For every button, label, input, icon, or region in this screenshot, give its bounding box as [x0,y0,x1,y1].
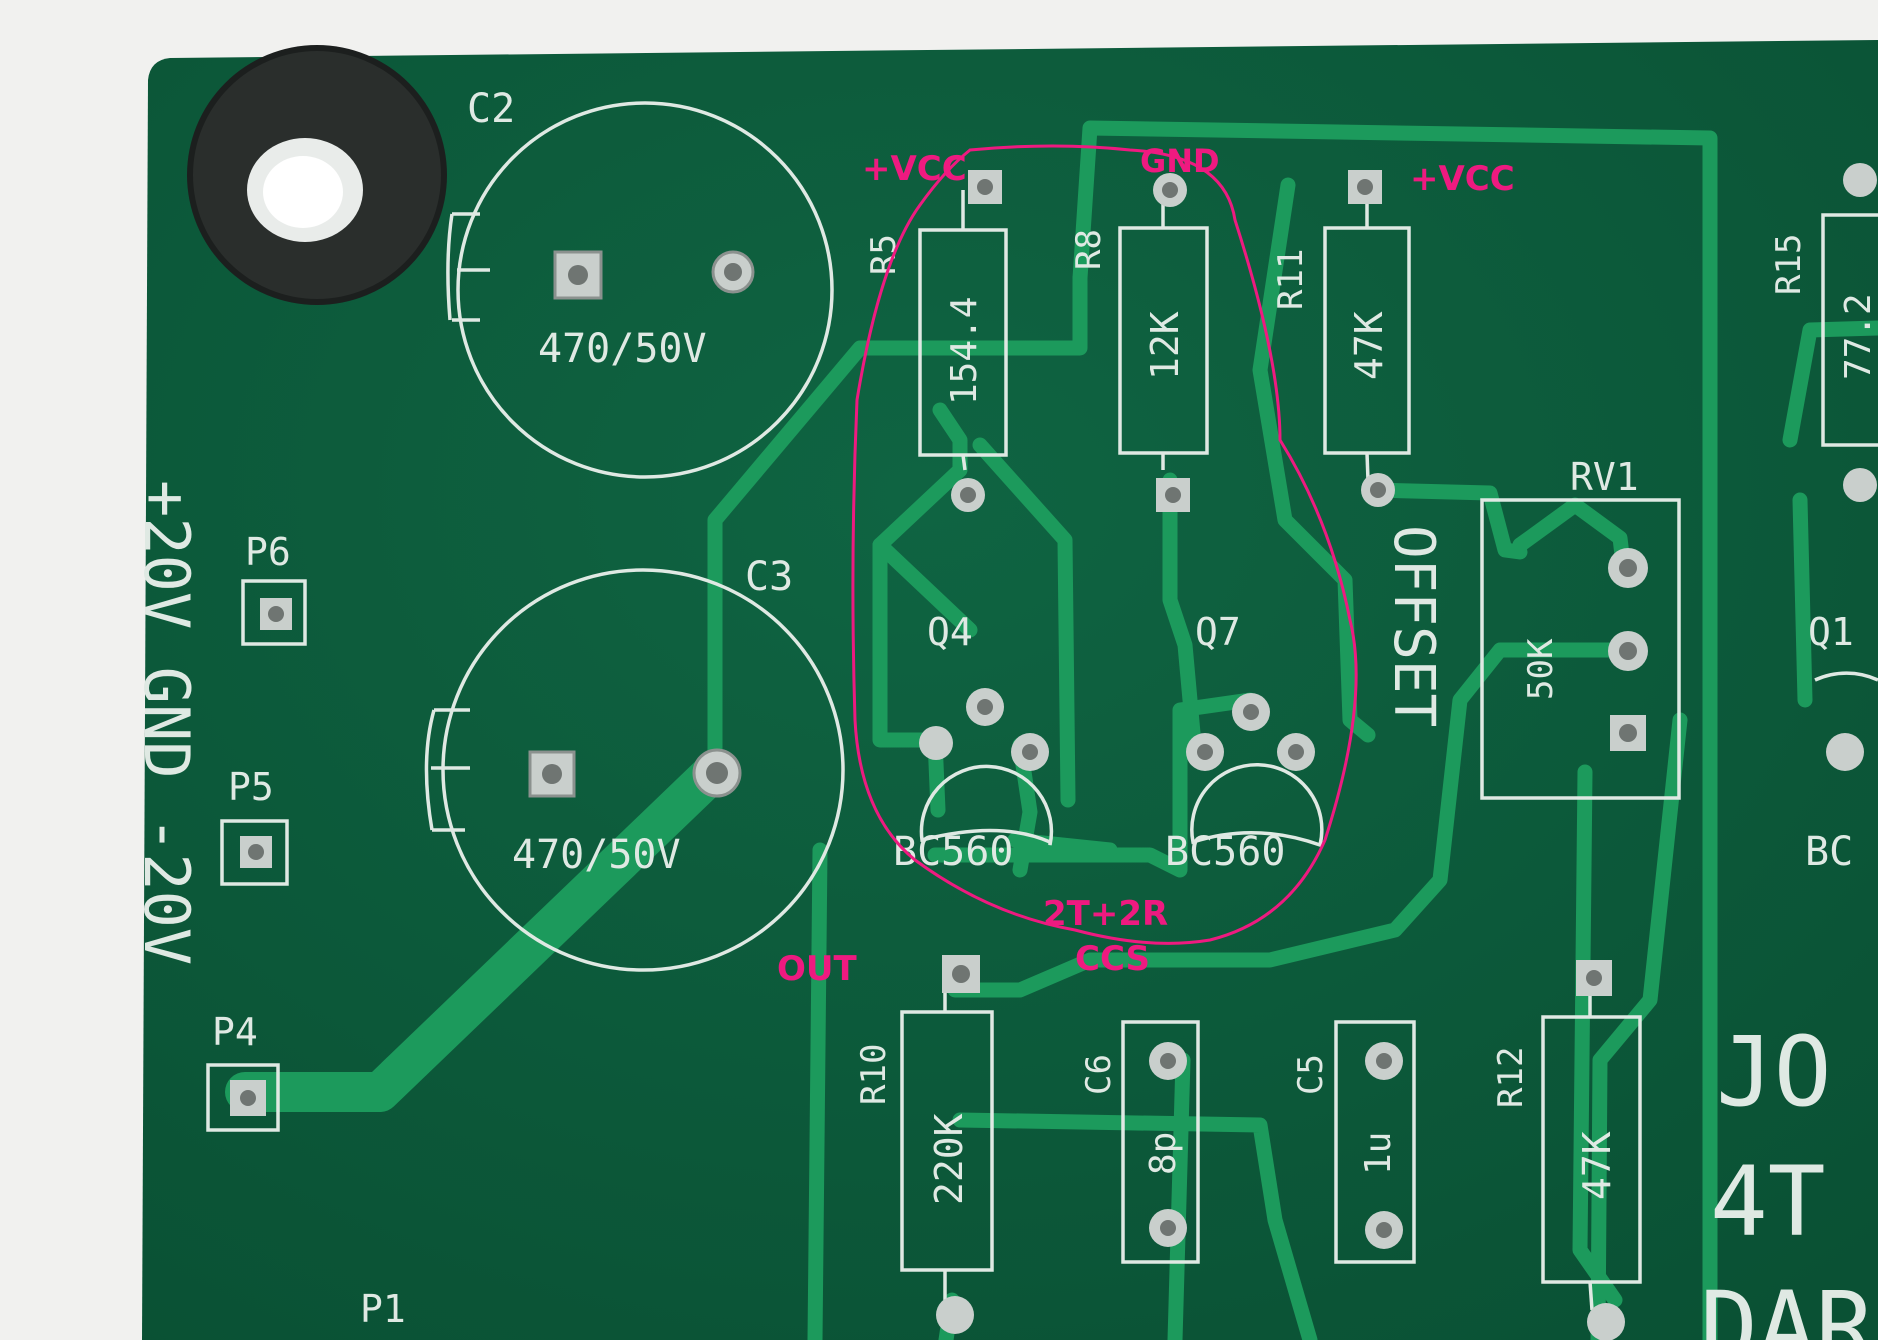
label-q1: Q1 [1808,610,1854,654]
value-r15: 77.2 [1838,293,1878,380]
pink-annotations: +VCC GND +VCC 2T+2R CCS OUT [777,142,1515,989]
q1-outline [1814,671,1878,682]
label-p1: P1 [360,1287,406,1331]
value-c2: 470/50V [538,326,707,372]
label-r5: R5 [864,234,904,275]
board-title-line-3: DAR [1700,1271,1874,1340]
annotation-vcc-left: +VCC [862,149,967,189]
value-c6: 8p [1143,1132,1184,1175]
annotation-out: OUT [777,949,858,989]
label-rv1: RV1 [1570,455,1639,499]
part-q4: BC560 [893,829,1013,875]
label-p4: P4 [212,1010,258,1054]
value-r5: 154.4 [944,297,985,405]
p5-outline [220,819,289,886]
value-c3: 470/50V [512,832,681,878]
c6-outline [1121,1020,1200,1264]
mounting-hole [187,45,447,305]
label-q4: Q4 [927,610,973,654]
board-title-line-1: JO [1716,1016,1832,1128]
value-r8: 12K [1143,311,1187,380]
r10-outline [900,1010,994,1272]
rv1-outline [1480,498,1681,800]
value-r10: 220K [927,1113,971,1205]
label-q7: Q7 [1195,610,1241,654]
label-r15: R15 [1769,234,1809,295]
part-q1: BC [1805,829,1853,875]
value-r12: 47K [1575,1131,1619,1200]
q7-outline [1190,762,1324,848]
silkscreen-outlines [206,101,1878,1311]
ccs-circle [851,144,1358,945]
c3-outline [441,568,845,972]
label-p5: P5 [228,765,274,809]
annotation-gnd: GND [1140,142,1220,180]
q4-outline [919,764,1054,846]
label-c6: C6 [1079,1054,1119,1095]
label-offset: OFFSET [1381,525,1446,727]
label-c2: C2 [467,86,515,132]
value-r11: 47K [1347,311,1391,380]
label-c5: C5 [1291,1054,1331,1095]
label-r11: R11 [1271,249,1311,310]
c5-outline [1334,1020,1416,1264]
label-r8: R8 [1069,229,1109,270]
label-p6: P6 [245,530,291,574]
copper-traces [225,120,1878,1340]
label-power-rails: +20V GND -20V [130,480,203,965]
value-rv1: 50K [1521,638,1561,700]
label-r12: R12 [1491,1047,1531,1108]
r15-outline [1821,213,1878,447]
c2-outline [456,101,834,479]
annotation-vcc-right: +VCC [1410,159,1515,199]
p4-outline [206,1063,280,1132]
annotation-ccs-line-2: CCS [1075,939,1150,979]
label-c3: C3 [745,554,793,600]
solder-pads [230,163,1877,1340]
pcb-board [142,40,1878,1340]
silkscreen-labels: C2 470/50V C3 470/50V R5 154.4 R8 12K R1… [130,86,1878,1340]
p6-outline [241,579,307,646]
value-c5: 1u [1358,1132,1399,1175]
board-title-line-2: 4T [1710,1146,1826,1258]
annotation-ccs-line-1: 2T+2R [1043,894,1168,934]
part-q7: BC560 [1165,829,1285,875]
label-r10: R10 [854,1044,894,1105]
